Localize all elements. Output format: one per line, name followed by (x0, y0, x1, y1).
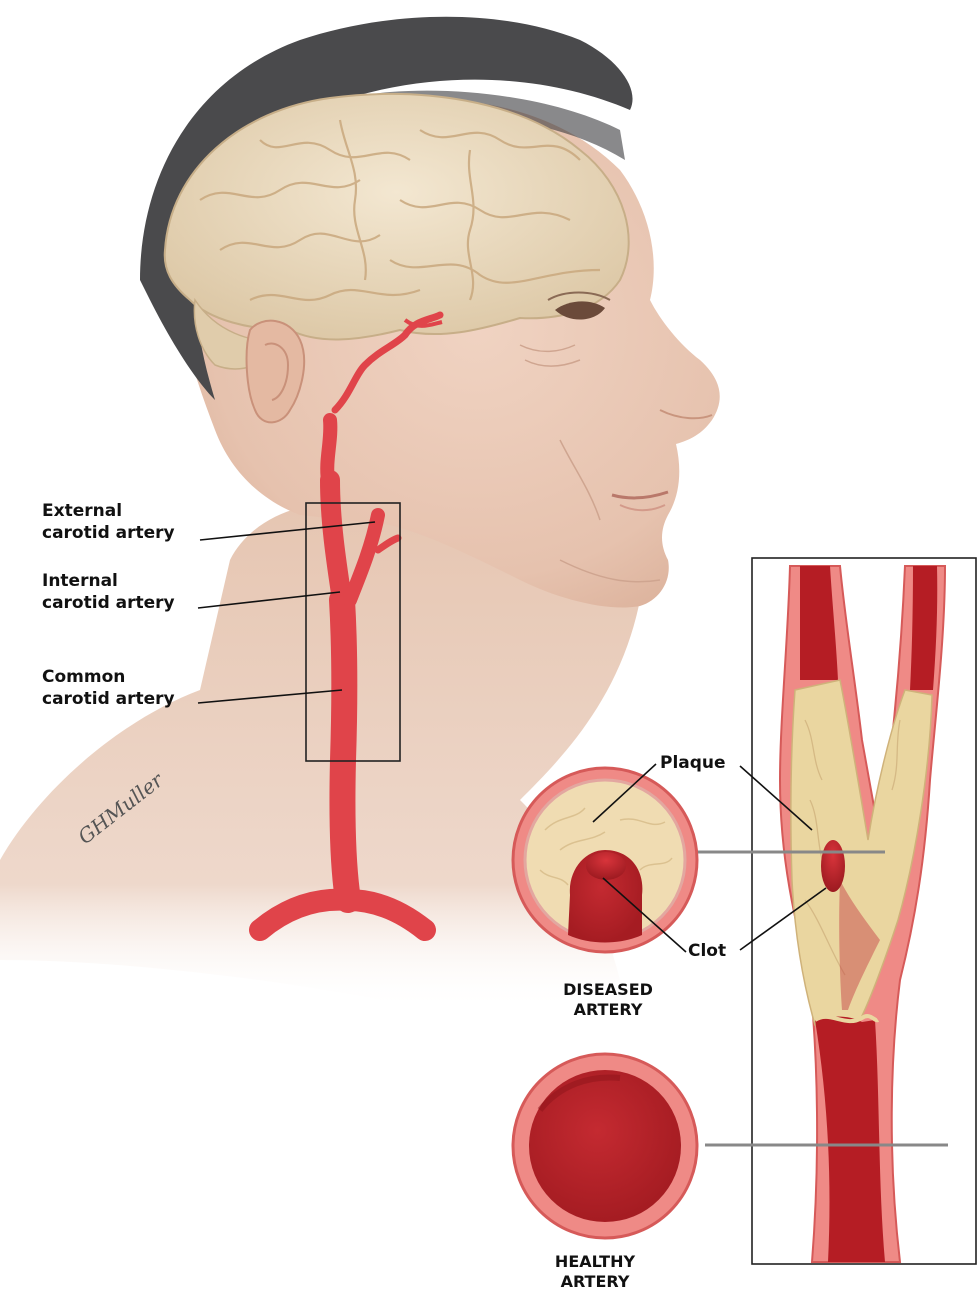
diseased-caption-line1: DISEASED (528, 980, 688, 1000)
plaque-label: Plaque (660, 752, 726, 774)
external-carotid-label: External carotid artery (42, 500, 175, 544)
clot-cross-section (586, 852, 626, 880)
common-carotid (342, 600, 348, 900)
diseased-artery-caption: DISEASED ARTERY (528, 980, 688, 1020)
artery-inset (698, 558, 976, 1264)
healthy-caption-line2: ARTERY (515, 1272, 675, 1292)
clot-label: Clot (688, 940, 726, 962)
internal-carotid-label-line1: Internal (42, 570, 175, 592)
external-carotid-label-line1: External (42, 500, 175, 522)
diseased-caption-line2: ARTERY (528, 1000, 688, 1020)
healthy-caption-line1: HEALTHY (515, 1252, 675, 1272)
common-carotid-label-line1: Common (42, 666, 175, 688)
external-carotid-label-line2: carotid artery (42, 522, 175, 544)
internal-carotid-label-line2: carotid artery (42, 592, 175, 614)
internal-carotid-label: Internal carotid artery (42, 570, 175, 614)
common-carotid-label: Common carotid artery (42, 666, 175, 710)
healthy-artery-caption: HEALTHY ARTERY (515, 1252, 675, 1292)
clot-label-text: Clot (688, 941, 726, 961)
diseased-cross-section (513, 768, 697, 952)
common-carotid-label-line2: carotid artery (42, 688, 175, 710)
healthy-cross-section (513, 1054, 697, 1238)
clot-in-artery (821, 840, 845, 892)
plaque-label-text: Plaque (660, 753, 726, 773)
